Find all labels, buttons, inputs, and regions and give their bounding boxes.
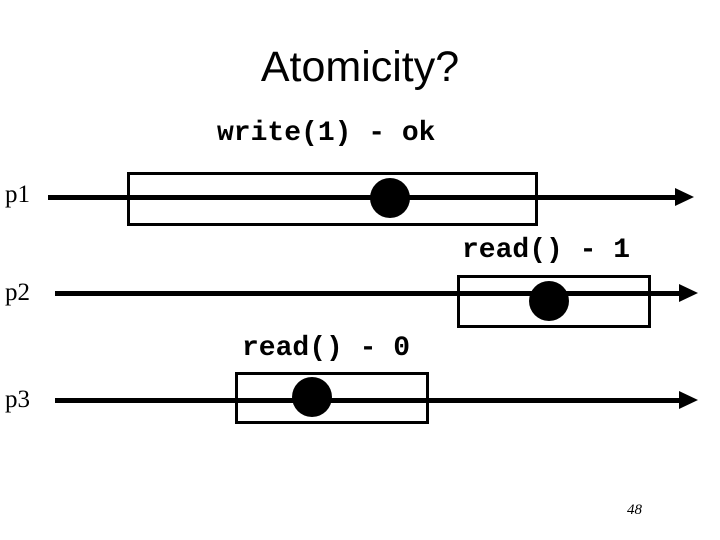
timeline-p3 [55,398,682,403]
linearization-point-p2 [529,281,569,321]
timeline-p1 [48,195,678,200]
process-label-p1: p1 [5,181,30,208]
timeline-p2 [55,291,682,296]
process-label-p2: p2 [5,279,30,306]
arrowhead-icon [675,188,694,206]
operation-label-write: write(1) - ok [217,118,436,149]
operation-label-read-0: read() - 0 [242,333,411,364]
operation-label-read-1: read() - 1 [462,235,631,266]
operation-interval-box-p2 [457,275,651,328]
page-number: 48 [627,502,642,518]
arrowhead-icon [679,284,698,302]
arrowhead-icon [679,391,698,409]
linearization-point-p3 [292,377,332,417]
slide-title: Atomicity? [260,43,460,91]
linearization-point-p1 [370,178,410,218]
process-label-p3: p3 [5,386,30,413]
